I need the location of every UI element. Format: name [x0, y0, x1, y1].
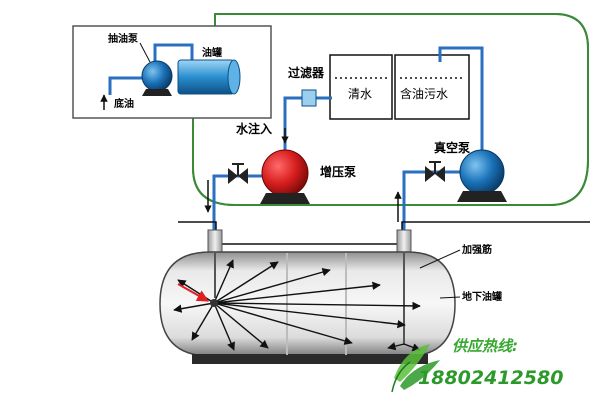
filter-block	[301, 89, 317, 107]
label-oily-waste-water: 含油污水	[400, 86, 448, 101]
red-pointer-arrow	[177, 283, 210, 302]
inset-oil-drum	[177, 59, 235, 95]
label-oil-drum: 油罐	[202, 46, 222, 59]
inset-pump-base	[142, 89, 172, 96]
inset-pipe-to-drum	[153, 43, 194, 62]
ground-line	[178, 221, 590, 245]
tank-oily-waste-water	[394, 54, 470, 120]
inset-pipe-bottom-oil	[108, 76, 150, 95]
inset-label-leader	[139, 42, 151, 63]
label-booster-pump: 增压泵	[320, 164, 356, 179]
label-water-inlet: 水注入	[236, 121, 272, 136]
label-stiffener: 加强筋	[461, 243, 492, 256]
pipe-booster-to-filter	[283, 96, 303, 152]
inset-drum-end	[227, 59, 241, 95]
label-vacuum-pump: 真空泵	[434, 140, 470, 155]
inset-oil-pump	[141, 60, 173, 92]
label-underground-tank: 地下油罐	[462, 290, 502, 303]
inset-oil-pump-box	[72, 25, 272, 119]
booster-pump	[261, 149, 309, 197]
vacuum-inlet-pipe	[402, 170, 460, 232]
leaf-logo-icon	[391, 344, 440, 393]
valve-icon	[425, 161, 445, 182]
vacuum-pump-base	[457, 191, 507, 202]
system-frame-outline	[192, 13, 589, 206]
spray-arrows	[173, 259, 421, 352]
label-bottom-oil: 底油	[114, 97, 134, 110]
hotline-number: 18802412580	[418, 367, 563, 389]
booster-pump-base	[260, 193, 310, 204]
hotline-title: 供应热线:	[452, 337, 518, 355]
stiffener-leader	[419, 249, 461, 269]
pipe-vacuum-to-oily-tank	[438, 46, 484, 150]
tank-support	[192, 354, 428, 364]
tank-clean-water	[329, 54, 393, 120]
label-pump-draw-oil: 抽油泵	[108, 32, 139, 45]
label-filter: 过滤器	[288, 65, 325, 80]
tank-leader	[439, 296, 461, 299]
spray-nozzle	[210, 299, 218, 307]
label-clean-water: 清水	[348, 87, 372, 101]
manhole-left	[207, 229, 223, 253]
vacuum-pump	[459, 149, 505, 195]
valve-icon	[228, 163, 248, 184]
manhole-right	[396, 229, 412, 253]
